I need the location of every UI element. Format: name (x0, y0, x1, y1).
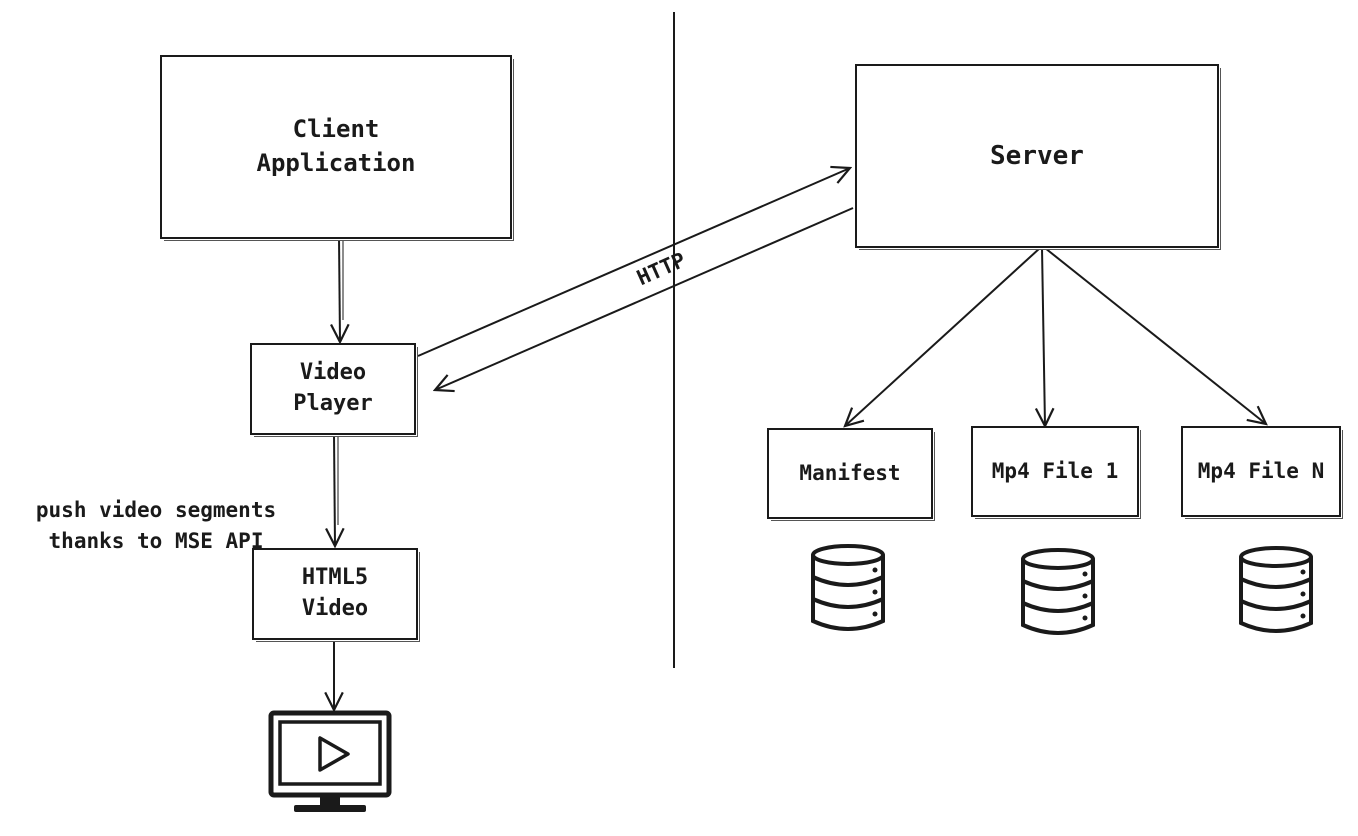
database-icon (811, 544, 885, 631)
server-label: Server (990, 140, 1084, 171)
video-player-label: Video Player (293, 360, 373, 416)
video-player-box: Video Player (250, 343, 416, 435)
server-box: Server (855, 64, 1219, 248)
arrow-player-to-html5 (334, 433, 335, 546)
arrow-player-to-server (417, 168, 850, 357)
mp4-file-n-label: Mp4 File N (1197, 458, 1325, 483)
arrow-server-to-mp4-1 (1042, 247, 1045, 426)
mp4-file-1-label: Mp4 File 1 (991, 458, 1119, 483)
mse-note-text: push video segments thanks to MSE API (35, 498, 277, 553)
monitor-play-icon (268, 710, 392, 812)
client-application-label: Client Application (256, 115, 416, 177)
mse-note: push video segments thanks to MSE API (10, 465, 302, 556)
arrow-server-to-mp4-n (1044, 247, 1266, 424)
mp4-file-n-box: Mp4 File N (1181, 426, 1341, 517)
mp4-file-1-box: Mp4 File 1 (971, 426, 1139, 517)
client-application-box: Client Application (160, 55, 512, 239)
arrow-client-to-player (339, 236, 340, 342)
arrow-server-to-player (435, 207, 854, 390)
database-icon (1239, 546, 1313, 633)
html5-video-label: HTML5 Video (301, 565, 369, 621)
database-icon (1021, 548, 1095, 635)
manifest-label: Manifest (799, 460, 901, 485)
html5-video-box: HTML5 Video (252, 548, 418, 640)
manifest-box: Manifest (767, 428, 933, 519)
arrow-server-to-manifest (845, 247, 1041, 426)
